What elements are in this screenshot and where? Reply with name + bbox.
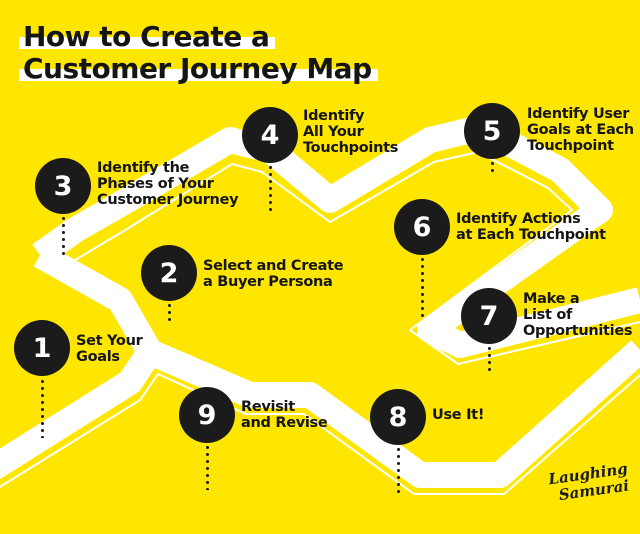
step-1-dotted-line xyxy=(41,378,44,438)
road-edge-upper xyxy=(54,151,640,365)
step-6-label: Identify Actions at Each Touchpoint xyxy=(456,211,606,243)
step-9-label: Revisit and Revise xyxy=(241,399,328,431)
step-6-circle: 6 xyxy=(394,199,450,255)
page-title-line-1: How to Create a xyxy=(19,20,276,53)
road-lower xyxy=(0,339,640,488)
step-5-circle: 5 xyxy=(464,103,520,159)
step-3-dotted-line xyxy=(62,215,65,259)
laughing-samurai-logo: Laughing Samurai xyxy=(547,459,630,527)
title-text: Customer Journey Map xyxy=(23,52,372,85)
step-2-circle: 2 xyxy=(141,245,197,301)
page-title-line-2: Customer Journey Map xyxy=(19,54,378,84)
step-2-dotted-line xyxy=(168,302,171,324)
step-8-circle: 8 xyxy=(370,389,426,445)
step-9-dotted-line xyxy=(206,444,209,490)
step-4-label: Identify All Your Touchpoints xyxy=(303,108,399,156)
step-5-label: Identify User Goals at Each Touchpoint xyxy=(527,106,634,154)
step-7-label: Make a List of Opportunities xyxy=(523,291,633,339)
step-3-circle: 3 xyxy=(35,158,91,214)
step-1-label: Set Your Goals xyxy=(76,333,143,365)
step-1-circle: 1 xyxy=(14,320,70,376)
step-8-dotted-line xyxy=(397,446,400,494)
step-3-label: Identify the Phases of Your Customer Jou… xyxy=(97,160,239,208)
title-highlight xyxy=(19,37,276,49)
step-2-label: Select and Create a Buyer Persona xyxy=(203,258,344,290)
step-4-dotted-line xyxy=(269,164,272,214)
step-7-circle: 7 xyxy=(461,288,517,344)
road-connector xyxy=(33,243,162,359)
road-edge-lower xyxy=(0,373,640,495)
step-7-dotted-line xyxy=(488,345,491,371)
step-8-label: Use It! xyxy=(432,407,485,423)
step-9-circle: 9 xyxy=(179,387,235,443)
step-4-circle: 4 xyxy=(242,107,298,163)
title-highlight xyxy=(19,69,378,81)
step-5-dotted-line xyxy=(491,160,494,176)
road-upper xyxy=(32,115,640,358)
title-text: How to Create a xyxy=(23,20,270,53)
step-6-dotted-line xyxy=(421,256,424,318)
